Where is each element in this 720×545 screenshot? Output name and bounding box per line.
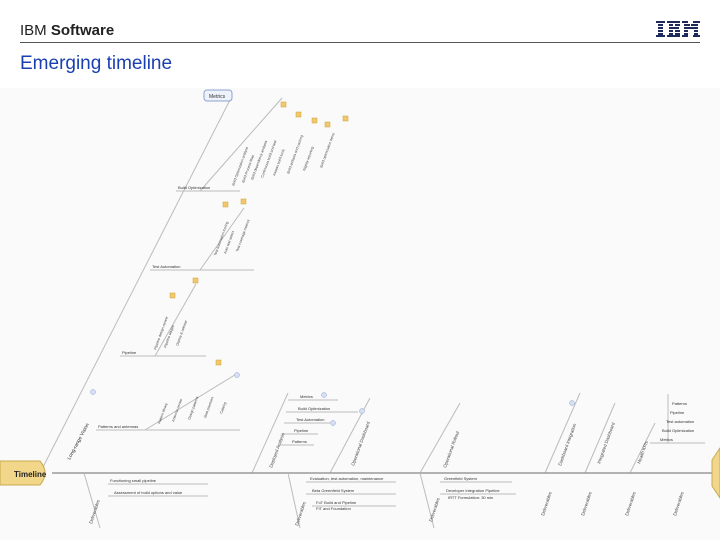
branch-line — [199, 207, 245, 271]
right-list-item: Patterns — [672, 401, 687, 406]
deliverables-label: Deliverables — [294, 501, 307, 527]
branch-label: Patterns and antennas — [98, 424, 138, 429]
info-icon[interactable] — [90, 389, 96, 395]
branch-line — [419, 402, 461, 474]
note-icon[interactable] — [311, 117, 318, 124]
deliverables-label: Deliverables — [580, 491, 593, 517]
leaf-label: Auto test select — [223, 230, 235, 254]
list-item: Patterns — [292, 439, 307, 444]
list-item: Test Automation — [296, 417, 324, 422]
leaf-label: Build optimization items — [319, 132, 335, 168]
leaf-label: Pipeline stages — [163, 324, 175, 348]
branch-label: Pipeline — [122, 350, 137, 355]
deliverables-label: Deliverables — [540, 491, 553, 517]
list-item: Pipeline — [294, 428, 309, 433]
branch-line — [154, 283, 197, 357]
leaf-label: Antenna review — [171, 398, 183, 422]
page-title: Emerging timeline — [20, 53, 173, 74]
info-icon[interactable] — [569, 400, 575, 406]
note-icon[interactable] — [192, 277, 199, 284]
deliverable-item: Functioning small pipeline — [110, 478, 157, 483]
phase-label: Dashboard Integration — [557, 422, 577, 466]
phase-label: Operational Rollout — [442, 430, 460, 469]
deliverable-item: Assessment of build options and value — [114, 490, 183, 495]
leaf-label: Assess build tools — [272, 148, 285, 176]
ibm-logo-icon — [656, 21, 700, 37]
deliverable-item: FoT Build and Pipeline — [316, 500, 357, 505]
note-icon[interactable] — [169, 292, 176, 299]
end-node — [711, 447, 720, 499]
info-icon[interactable] — [321, 392, 327, 398]
root-label: Timeline — [14, 470, 47, 479]
phase-label: Integrated Dashboard — [596, 421, 616, 464]
mind-map: Timeline Metrics Build Optimization Test… — [0, 89, 720, 529]
list-item: Metrics — [300, 394, 313, 399]
info-icon[interactable] — [330, 420, 336, 426]
info-icon[interactable] — [359, 408, 365, 414]
note-icon[interactable] — [342, 115, 349, 122]
leaf-label: Design patterns — [187, 396, 199, 421]
phase-label: Health KPIs — [636, 440, 649, 465]
note-icon[interactable] — [280, 101, 287, 108]
note-icon[interactable] — [240, 198, 247, 205]
right-list-item: Pipeline — [670, 410, 685, 415]
leaf-label: Build artifacts and caching — [286, 135, 304, 175]
leaf-label: Deploy & release — [175, 320, 188, 346]
branch-label: Build Optimization — [178, 185, 210, 190]
main-branch-label: Long-range Vision — [66, 422, 90, 461]
leaf-label: Nightly reporting — [302, 146, 314, 171]
note-icon[interactable] — [215, 359, 222, 366]
note-icon[interactable] — [222, 201, 229, 208]
brand-wordmark: IBM Software — [20, 22, 115, 39]
branch-line — [544, 392, 581, 474]
metrics-node-label: Metrics — [209, 94, 226, 100]
deliverable-item: Evaluation, test automation, maintenance — [310, 476, 384, 481]
deliverable-item: Developer Integration Pipeline — [446, 488, 500, 493]
branch-line — [251, 392, 289, 474]
phase-label: Deployed Analysis — [268, 431, 286, 468]
leaf-label: Pattern library — [157, 402, 168, 424]
deliverable-item: Beta Greenfield System — [312, 488, 355, 493]
branch-line — [629, 422, 656, 474]
header-rule — [20, 42, 700, 43]
deliverable-item: FIT and Foundation — [316, 506, 351, 511]
leaf-label: Test coverage metrics — [235, 219, 250, 253]
deliverables-label: Deliverables — [672, 491, 685, 517]
info-icon[interactable] — [234, 372, 240, 378]
branch-label: Test Automation — [152, 264, 180, 269]
list-item: Build Optimization — [298, 406, 330, 411]
branch-line — [584, 402, 616, 474]
deliverables-label: Deliverables — [88, 499, 101, 525]
right-list-item: Test automation — [666, 419, 694, 424]
deliverables-label: Deliverables — [428, 497, 441, 523]
phase-label: Operational Dashboard — [350, 420, 371, 466]
branch-line — [287, 472, 301, 529]
trunk-line — [39, 95, 233, 474]
slide-header: IBM Software Emerging timeline — [0, 0, 720, 88]
right-list-item: Metrics — [660, 437, 673, 442]
branch-line — [199, 97, 283, 192]
branch-line — [83, 472, 101, 529]
right-list-item: Build Optimization — [662, 428, 694, 433]
mind-map-canvas: Timeline Metrics Build Optimization Test… — [0, 88, 720, 540]
metrics-node[interactable] — [203, 89, 233, 102]
leaf-label: Catalog — [219, 402, 227, 415]
branch-line — [419, 472, 435, 529]
deliverable-item: Greenfield System — [444, 476, 478, 481]
deliverables-label: Deliverables — [624, 491, 637, 517]
branch-line — [144, 372, 239, 431]
deliverable-item: IRTT Formulation: 30 min — [448, 495, 493, 500]
root-node[interactable] — [0, 460, 46, 486]
note-icon[interactable] — [324, 121, 331, 128]
note-icon[interactable] — [295, 111, 302, 118]
leaf-label: Best practices — [203, 396, 214, 418]
